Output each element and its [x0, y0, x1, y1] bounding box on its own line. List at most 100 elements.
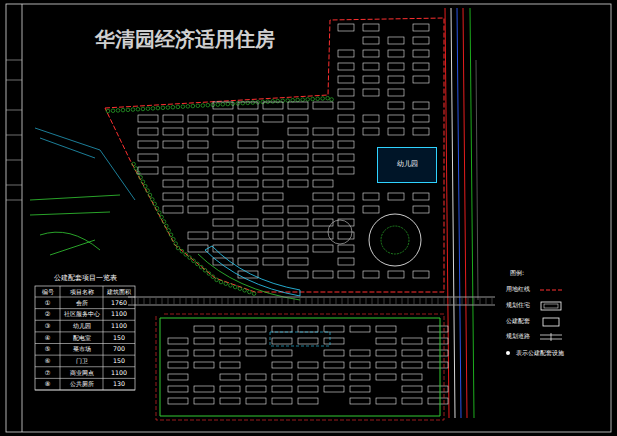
- residential-building: [402, 338, 422, 344]
- residential-building: [313, 193, 333, 200]
- residential-building: [313, 245, 333, 252]
- tree-symbol: [139, 176, 143, 180]
- residential-building: [338, 206, 354, 213]
- tree-symbol: [224, 282, 228, 286]
- residential-building: [168, 386, 188, 392]
- table-cell: 门卫: [76, 357, 88, 364]
- residential-building: [338, 245, 354, 252]
- residential-building: [376, 338, 396, 344]
- residential-building: [168, 362, 188, 368]
- legend-text: 用地红线: [506, 286, 530, 293]
- railway-tie: [198, 298, 199, 304]
- railway-tie: [186, 298, 187, 304]
- tree-symbol: [151, 107, 155, 111]
- residential-building: [263, 232, 283, 239]
- residential-building: [413, 37, 429, 44]
- table-cell: 社区服务中心: [64, 311, 100, 318]
- tree-symbol: [191, 104, 195, 108]
- residential-building: [350, 374, 370, 380]
- tree-symbol: [196, 262, 200, 266]
- railway: [128, 305, 495, 306]
- residential-building: [298, 374, 318, 380]
- table-rule: [35, 378, 135, 379]
- residential-building: [388, 76, 404, 83]
- residential-building: [288, 206, 308, 213]
- bullet-symbol: [506, 351, 510, 355]
- residential-building: [194, 326, 214, 332]
- residential-building: [363, 24, 379, 31]
- table-rule: [35, 297, 135, 298]
- residential-building: [288, 232, 308, 239]
- table-header: 项目名称: [70, 288, 94, 295]
- railway-tie: [294, 298, 295, 304]
- tree-symbol: [199, 265, 203, 269]
- railway-tie: [156, 298, 157, 304]
- residential-building: [428, 362, 448, 368]
- residential-building: [138, 154, 158, 161]
- residential-building: [413, 206, 429, 213]
- residential-building: [246, 386, 266, 392]
- title-strip-cell: [6, 185, 22, 186]
- residential-building: [163, 141, 183, 148]
- residential-building: [363, 193, 379, 200]
- table-rule: [35, 343, 135, 344]
- table-cell: 1100: [111, 369, 127, 376]
- residential-building: [238, 154, 258, 161]
- residential-building: [263, 219, 283, 226]
- tree-symbol: [311, 97, 315, 101]
- residential-building: [213, 219, 233, 226]
- legend-note: 图例:: [510, 270, 524, 277]
- residential-building: [188, 128, 208, 135]
- residential-building: [298, 338, 318, 344]
- table-header: 编号: [42, 288, 54, 295]
- title-strip-cell: [6, 80, 22, 81]
- residential-building: [413, 50, 429, 57]
- tree-symbol: [136, 107, 140, 111]
- residential-building: [350, 386, 370, 392]
- residential-building: [376, 362, 396, 368]
- residential-building: [213, 180, 233, 187]
- railway-tie: [162, 298, 163, 304]
- railway-tie: [264, 298, 265, 304]
- tree-symbol: [243, 289, 247, 293]
- tree-symbol: [146, 189, 150, 193]
- railway-tie: [318, 298, 319, 304]
- residential-building: [163, 193, 183, 200]
- residential-building: [263, 206, 283, 213]
- residential-building: [288, 141, 308, 148]
- garden-circle: [381, 226, 409, 254]
- title-strip-cell: [6, 135, 22, 136]
- table-cell: ⑧: [45, 381, 51, 388]
- residential-building: [313, 141, 333, 148]
- residential-building: [238, 128, 258, 135]
- tree-symbol: [126, 108, 130, 112]
- residential-building: [363, 89, 379, 96]
- residential-building: [324, 326, 344, 332]
- railway-tie: [168, 298, 169, 304]
- railway-tie: [360, 298, 361, 304]
- residential-building: [428, 338, 448, 344]
- tree-symbol: [215, 278, 219, 282]
- table-cell: 150: [113, 334, 125, 341]
- railway-tie: [462, 298, 463, 304]
- residential-building: [168, 350, 188, 356]
- legend-text: 规划道路: [506, 333, 530, 340]
- residential-building: [324, 350, 344, 356]
- legend-sample: [543, 318, 559, 326]
- railway: [128, 297, 495, 298]
- residential-building: [324, 374, 344, 380]
- railway-tie: [492, 298, 493, 304]
- railway-tie: [408, 298, 409, 304]
- tree-symbol: [131, 108, 135, 112]
- residential-building: [288, 219, 308, 226]
- table-cell: 配电室: [73, 334, 91, 341]
- residential-building: [428, 326, 448, 332]
- tree-symbol: [184, 253, 188, 257]
- railway-tie: [330, 298, 331, 304]
- residential-building: [288, 115, 308, 122]
- tree-symbol: [106, 109, 110, 113]
- residential-building: [313, 102, 333, 109]
- tree-symbol: [153, 202, 157, 206]
- table-rule: [35, 331, 135, 332]
- title-strip-cell: [6, 160, 22, 161]
